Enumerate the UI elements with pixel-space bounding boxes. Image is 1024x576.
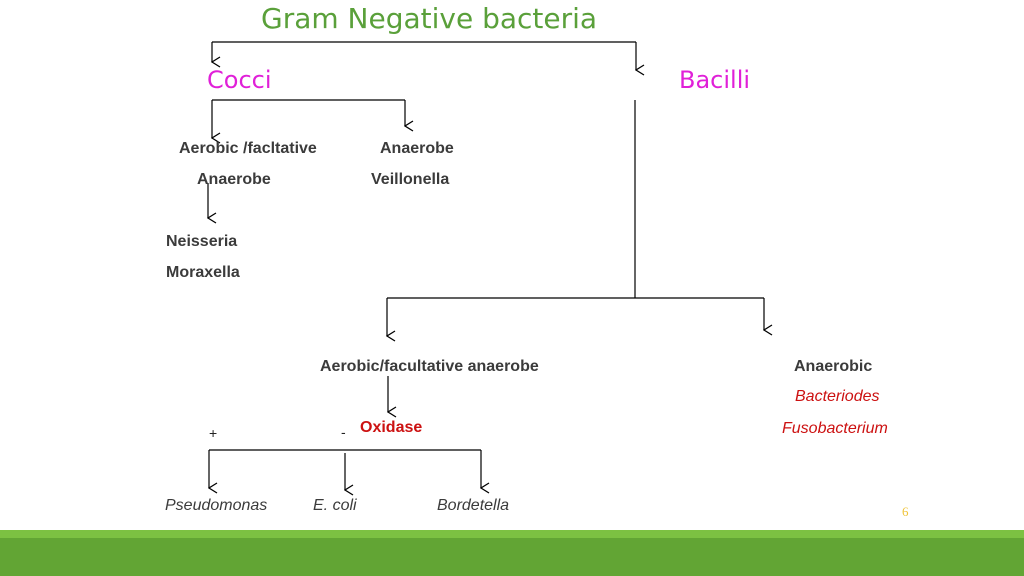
footer-bar: [0, 538, 1024, 576]
bacilli-anaerobic-label: Anaerobic: [794, 358, 873, 375]
moraxella-label: Moraxella: [166, 264, 240, 281]
cocci-label: Cocci: [207, 66, 272, 94]
footer-accent-bar: [0, 530, 1024, 538]
cocci-aerobic-label-line1: Aerobic /facltative: [179, 140, 317, 157]
oxidase-positive-sign: +: [209, 425, 218, 441]
neisseria-label: Neisseria: [166, 233, 238, 250]
bacilli-aerobic-label: Aerobic/facultative anaerobe: [320, 358, 539, 375]
cocci-anaerobe-label: Anaerobe: [380, 140, 454, 157]
slide-number: 6: [902, 504, 909, 519]
oxidase-negative-sign: -: [341, 424, 346, 440]
bacteroides-label: Bacteriodes: [795, 388, 880, 405]
pseudomonas-label: Pseudomonas: [165, 497, 268, 514]
oxidase-label: Oxidase: [360, 419, 423, 436]
fusobacterium-label: Fusobacterium: [782, 420, 888, 437]
ecoli-label: E. coli: [313, 497, 357, 514]
slide-title: Gram Negative bacteria: [261, 2, 598, 35]
bordetella-label: Bordetella: [437, 497, 510, 514]
cocci-aerobic-label-line2: Anaerobe: [197, 171, 271, 188]
veillonella-label: Veillonella: [371, 171, 450, 188]
bacilli-label: Bacilli: [679, 66, 751, 94]
